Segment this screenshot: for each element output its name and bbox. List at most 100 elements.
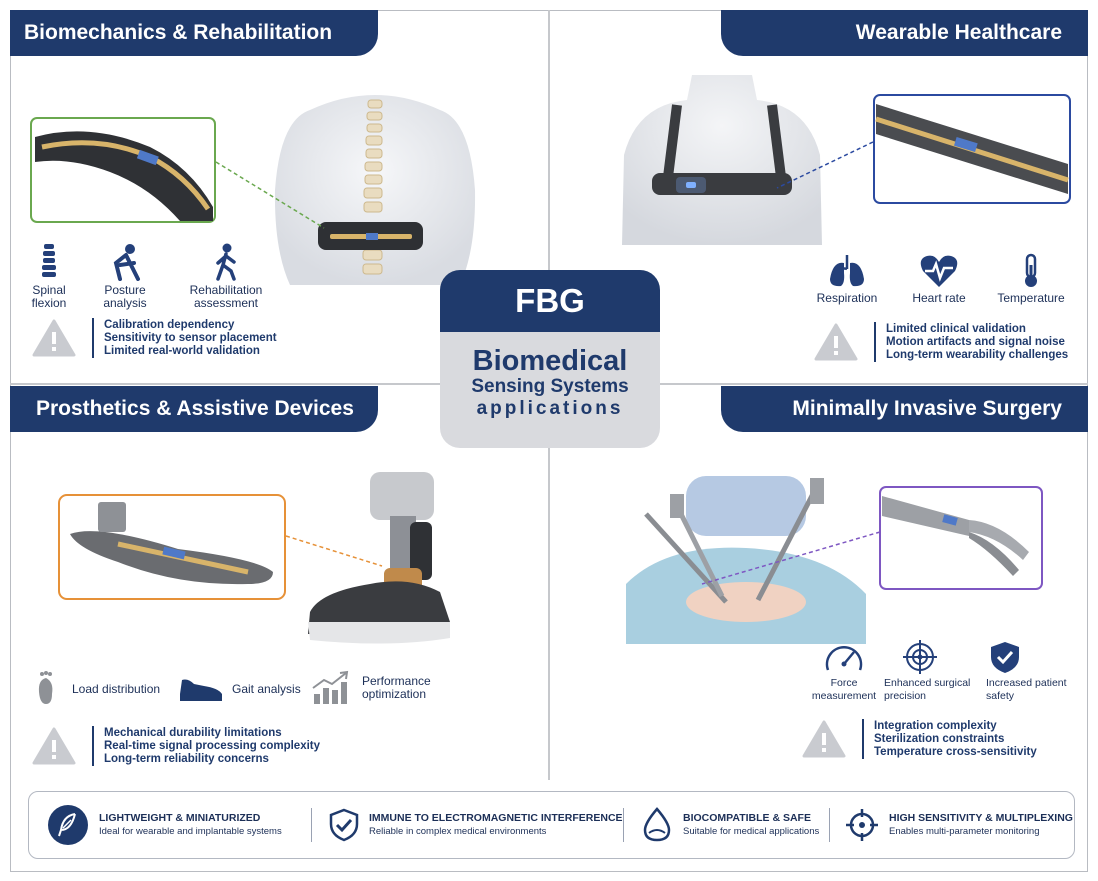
target-icon xyxy=(903,640,937,674)
surgical-precision-label-2: precision xyxy=(884,690,927,702)
limitation-item: Sterilization constraints xyxy=(874,732,1005,745)
strap-sensor-closeup xyxy=(873,94,1071,204)
laparoscopic-surgery-illustration xyxy=(626,476,866,644)
feature-title: HIGH SENSITIVITY & MULTIPLEXING xyxy=(889,812,1073,824)
limitation-item: Mechanical durability limitations xyxy=(104,726,282,739)
spine-icon xyxy=(42,244,56,277)
shield-check-icon xyxy=(991,642,1019,673)
spinal-flexion-item: Spinal flexion xyxy=(24,243,74,310)
warning-icon xyxy=(32,319,76,357)
grasper-sensor-closeup xyxy=(879,486,1043,590)
features-footer: LIGHTWEIGHT & MINIATURIZED Ideal for wea… xyxy=(28,791,1075,859)
heart-rate-label: Heart rate xyxy=(912,291,966,305)
force-measurement-label-1: Force xyxy=(830,677,858,689)
limitation-item: Long-term reliability concerns xyxy=(104,752,269,765)
feature-title: IMMUNE TO ELECTROMAGNETIC INTERFERENCE xyxy=(369,812,623,824)
performance-optimization-label: Performance optimization xyxy=(362,675,431,701)
limitation-item: Sensitivity to sensor placement xyxy=(104,331,277,344)
crosshair-icon xyxy=(846,809,878,841)
surgical-precision-label-1: Enhanced surgical xyxy=(884,677,971,689)
performance-optimization-label-1: Performance xyxy=(362,674,431,688)
temperature-item: Temperature xyxy=(994,253,1068,305)
rehabilitation-assessment-label-1: Rehabilitation xyxy=(189,283,263,297)
feature-sensitivity: HIGH SENSITIVITY & MULTIPLEXING Enables … xyxy=(845,792,1073,858)
thermometer-icon xyxy=(1025,253,1037,287)
shoe-icon xyxy=(180,679,222,701)
feature-title: BIOCOMPATIBLE & SAFE xyxy=(683,812,811,824)
feature-separator xyxy=(623,808,624,842)
gait-analysis-label: Gait analysis xyxy=(232,682,301,696)
feature-biocompatible: BIOCOMPATIBLE & SAFE Suitable for medica… xyxy=(641,792,819,858)
rehabilitation-assessment-item: Rehabilitation assessment xyxy=(184,243,268,310)
warning-icon xyxy=(32,727,76,765)
limitation-item: Long-term wearability challenges xyxy=(886,348,1069,361)
prosthetic-leg-illustration xyxy=(308,472,450,644)
limitation-item: Limited clinical validation xyxy=(886,322,1026,335)
feature-title: LIGHTWEIGHT & MINIATURIZED xyxy=(99,812,261,824)
respiration-item: Respiration xyxy=(810,253,884,305)
feature-subtitle: Suitable for medical applications xyxy=(683,826,820,837)
belt-sensor-closeup xyxy=(30,117,216,223)
feather-icon xyxy=(48,805,88,845)
limitation-item: Motion artifacts and signal noise xyxy=(886,335,1065,348)
callout-line-green xyxy=(215,161,325,229)
limitation-item: Calibration dependency xyxy=(104,318,235,331)
center-line-3: applications xyxy=(476,398,624,419)
surgery-limitations: Integration complexity Sterilization con… xyxy=(802,719,1037,759)
feature-subtitle: Enables multi-parameter monitoring xyxy=(889,826,1040,837)
lungs-icon xyxy=(830,255,864,287)
rehabilitation-assessment-label-2: assessment xyxy=(193,296,259,310)
prosthetics-limitations: Mechanical durability limitations Real-t… xyxy=(32,726,320,766)
wearable-title: Wearable Healthcare xyxy=(721,10,1088,56)
torso-with-belt-illustration xyxy=(274,95,476,285)
biomechanics-limitations: Calibration dependency Sensitivity to se… xyxy=(32,318,277,358)
chest-strap-illustration xyxy=(622,75,822,245)
prosthetics-title: Prosthetics & Assistive Devices xyxy=(10,386,378,432)
gauge-icon xyxy=(825,646,863,671)
callout-line-blue xyxy=(776,141,874,189)
load-distribution-label: Load distribution xyxy=(72,682,161,696)
posture-analysis-label-1: Posture xyxy=(104,283,146,297)
posture-analysis-item: Posture analysis xyxy=(98,243,152,310)
force-measurement-item: Force measurement xyxy=(806,640,882,703)
feature-separator xyxy=(311,808,312,842)
heart-rate-item: Heart rate xyxy=(906,253,972,305)
limitation-item: Integration complexity xyxy=(874,719,997,732)
feature-emi-immunity: IMMUNE TO ELECTROMAGNETIC INTERFERENCE R… xyxy=(329,792,623,858)
walking-icon xyxy=(216,243,236,281)
center-line-2: Sensing Systems xyxy=(471,376,629,397)
callout-line-orange xyxy=(285,535,383,567)
surgical-precision-item: Enhanced surgical precision xyxy=(884,640,982,703)
warning-icon xyxy=(802,720,846,758)
patient-safety-item: Increased patient safety xyxy=(986,640,1074,703)
wearable-limitations: Limited clinical validation Motion artif… xyxy=(814,322,1068,362)
limitation-item: Real-time signal processing complexity xyxy=(104,739,321,752)
limitation-item: Temperature cross-sensitivity xyxy=(874,745,1037,758)
center-fbg-label: FBG xyxy=(440,270,660,332)
warning-icon xyxy=(814,323,858,361)
feature-lightweight: LIGHTWEIGHT & MINIATURIZED Ideal for wea… xyxy=(47,792,282,858)
growth-chart-icon xyxy=(312,670,349,704)
spinal-flexion-label-1: Spinal xyxy=(32,283,66,297)
feature-subtitle: Ideal for wearable and implantable syste… xyxy=(99,826,282,837)
patient-safety-label-2: safety xyxy=(986,690,1015,702)
droplet-icon xyxy=(643,807,671,842)
shield-check-icon xyxy=(329,808,359,842)
heart-rate-icon xyxy=(920,255,958,287)
temperature-label: Temperature xyxy=(997,291,1065,305)
respiration-label: Respiration xyxy=(816,291,878,305)
limitation-item: Limited real-world validation xyxy=(104,344,260,357)
posture-analysis-label-2: analysis xyxy=(103,296,147,310)
performance-optimization-label-2: optimization xyxy=(362,687,427,701)
center-line-1: Biomedical xyxy=(472,345,628,377)
feature-subtitle: Reliable in complex medical environments xyxy=(369,826,547,837)
center-title-box: FBG Biomedical Sensing Systems applicati… xyxy=(440,270,660,448)
patient-safety-label-1: Increased patient xyxy=(986,677,1067,689)
force-measurement-label-2: measurement xyxy=(811,690,877,702)
biomechanics-title: Biomechanics & Rehabilitation xyxy=(10,10,378,56)
surgery-title: Minimally Invasive Surgery xyxy=(721,386,1088,432)
insole-sensor-closeup xyxy=(58,494,286,600)
foot-icon xyxy=(38,671,53,704)
feature-separator xyxy=(829,808,830,842)
callout-line-purple xyxy=(701,531,881,585)
